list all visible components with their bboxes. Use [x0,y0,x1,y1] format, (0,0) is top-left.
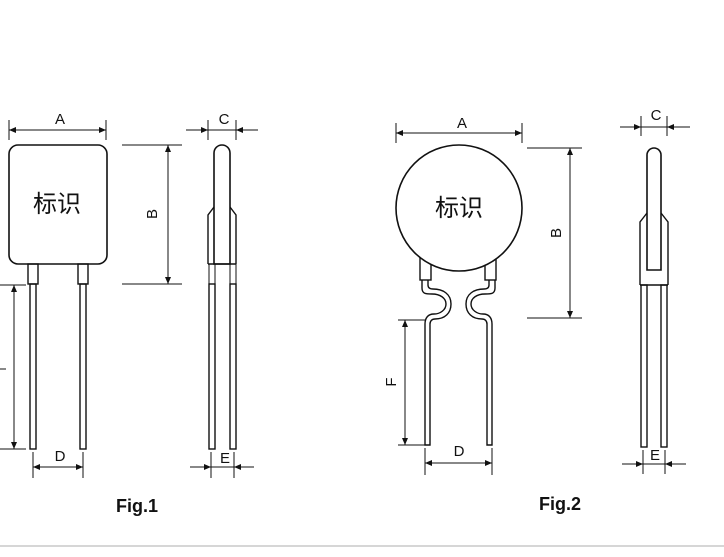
fig2-side-lead-front [640,284,648,448]
fig2-dim-f: F [383,319,425,446]
fig1-dim-a-label: A [55,111,65,128]
fig1-body [8,144,108,265]
fig1-dim-d-label: D [55,448,66,465]
fig2-dim-d: D [424,443,493,475]
fig2-side-view: C E [620,107,690,474]
fig2-dim-d-label: D [454,443,465,460]
fig2-dim-a-label: A [457,115,467,132]
fig1-dim-d: D [32,448,84,478]
fig2-dim-a: A [395,115,523,143]
fig1-lead-right [79,283,87,450]
fig2-disc-body [395,144,523,272]
fig1-lead-collar-right [77,263,89,285]
fig1-side-lead-front [208,283,216,450]
fig1-lead-collar-left [27,263,39,285]
fig1-dim-c: C [186,111,258,140]
fig2-dim-c-label: C [651,107,662,124]
fig1-dim-a: A [8,111,107,140]
bottom-rule [0,545,724,547]
fig2-side-body [646,147,662,271]
fig1-marking-text: 标识 [33,190,81,218]
fig2-dim-b: B [527,147,582,319]
fig2-dim-c: C [620,107,690,136]
fig2-dim-e: E [622,447,686,474]
fig2-dim-b-label: B [548,228,565,238]
fig2-side-lead-back [660,284,668,448]
fig1-dim-b: B [122,144,182,285]
fig1-caption: Fig.1 [116,496,158,516]
fig1-lead-left [29,283,37,450]
fig1-side-lead-back [229,283,237,450]
fig1-side-view: C E [186,111,258,478]
fig2-dim-e-label: E [650,447,660,464]
fig1-dim-e-label: E [220,450,230,467]
fig2-marking-text: 标识 [435,194,483,222]
fig1-dim-e: E [190,450,254,478]
fig1-dim-c-label: C [219,111,230,128]
fig1-front-view: A 标识 D [0,111,108,478]
fig1-dim-b-label: B [144,209,161,219]
fig2-dim-f-label: F [383,377,400,386]
fig1-dim-f-partial [0,284,26,450]
fig1-side-body [213,144,231,265]
fig2-front-view: A 标识 F D [383,115,523,475]
fig2-caption: Fig.2 [539,494,581,514]
